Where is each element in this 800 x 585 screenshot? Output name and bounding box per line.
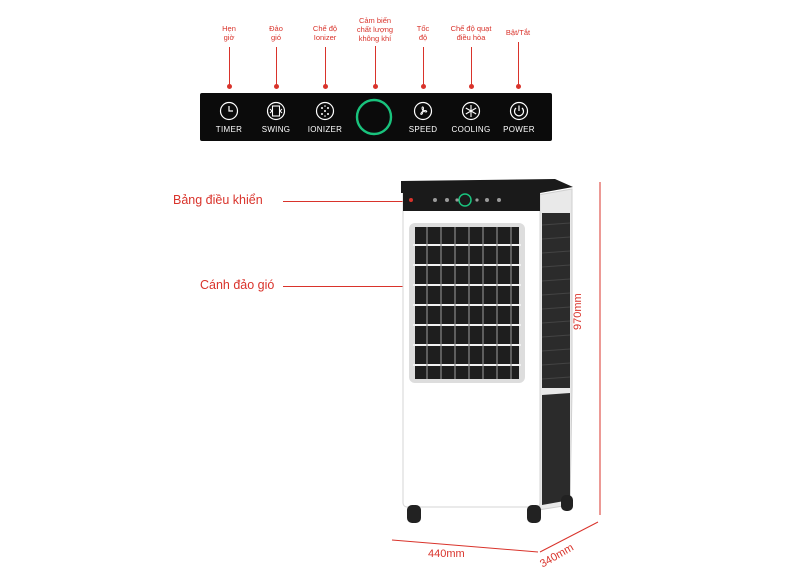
pointer-dot <box>323 84 328 89</box>
timer-label: TIMER <box>215 125 243 134</box>
pointer-line <box>423 47 424 85</box>
ionizer-button[interactable]: IONIZER <box>290 93 360 141</box>
power-button[interactable]: POWER <box>484 93 554 141</box>
top-label-air-sensor: Cảm biến chất lượng không khí <box>356 16 394 43</box>
pointer-dot <box>469 84 474 89</box>
cooling-label: COOLING <box>451 125 491 134</box>
pointer-line <box>375 46 376 85</box>
dimension-width: 440mm <box>428 548 465 560</box>
air-quality-indicator <box>339 93 409 141</box>
control-panel: TIMER SWING IONIZER SPEED COOLING POWER <box>200 93 552 141</box>
callout-swing-louver: Cánh đảo gió <box>200 278 275 292</box>
top-label-ionizer: Chế độ Ionizer <box>312 24 338 42</box>
ionizer-label: IONIZER <box>307 125 343 134</box>
power-icon <box>509 101 529 121</box>
pointer-line <box>325 47 326 85</box>
pointer-line <box>518 42 519 85</box>
speed-label: SPEED <box>408 125 438 134</box>
ionizer-icon <box>315 101 335 121</box>
top-label-power: Bật/Tắt <box>505 28 531 37</box>
top-label-speed: Tốc độ <box>416 24 430 42</box>
timer-button[interactable]: TIMER <box>194 93 264 141</box>
top-label-timer: Hẹn giờ <box>222 24 236 42</box>
top-label-swing: Đảo gió <box>269 24 283 42</box>
snowflake-icon <box>461 101 481 121</box>
pointer-dot <box>373 84 378 89</box>
swing-label: SWING <box>261 125 291 134</box>
pointer-dot <box>274 84 279 89</box>
pointer-line <box>471 47 472 85</box>
speed-button[interactable]: SPEED <box>388 93 458 141</box>
callout-line <box>283 201 405 202</box>
swing-icon <box>266 101 286 121</box>
air-cooler-image <box>401 179 573 523</box>
speed-icon <box>413 101 433 121</box>
cooling-button[interactable]: COOLING <box>436 93 506 141</box>
dimension-height: 970mm <box>572 293 584 330</box>
power-label: POWER <box>503 125 535 134</box>
timer-icon <box>219 101 239 121</box>
callout-control-panel: Bảng điều khiển <box>173 193 263 207</box>
top-label-cooling: Chế độ quạt điều hòa <box>450 24 492 42</box>
pointer-dot <box>421 84 426 89</box>
swing-button[interactable]: SWING <box>241 93 311 141</box>
pointer-line <box>229 47 230 85</box>
air-quality-ring-icon <box>355 98 393 136</box>
pointer-line <box>276 47 277 85</box>
pointer-dot <box>227 84 232 89</box>
dimension-lines <box>391 182 601 553</box>
pointer-dot <box>516 84 521 89</box>
callout-line <box>283 286 405 287</box>
